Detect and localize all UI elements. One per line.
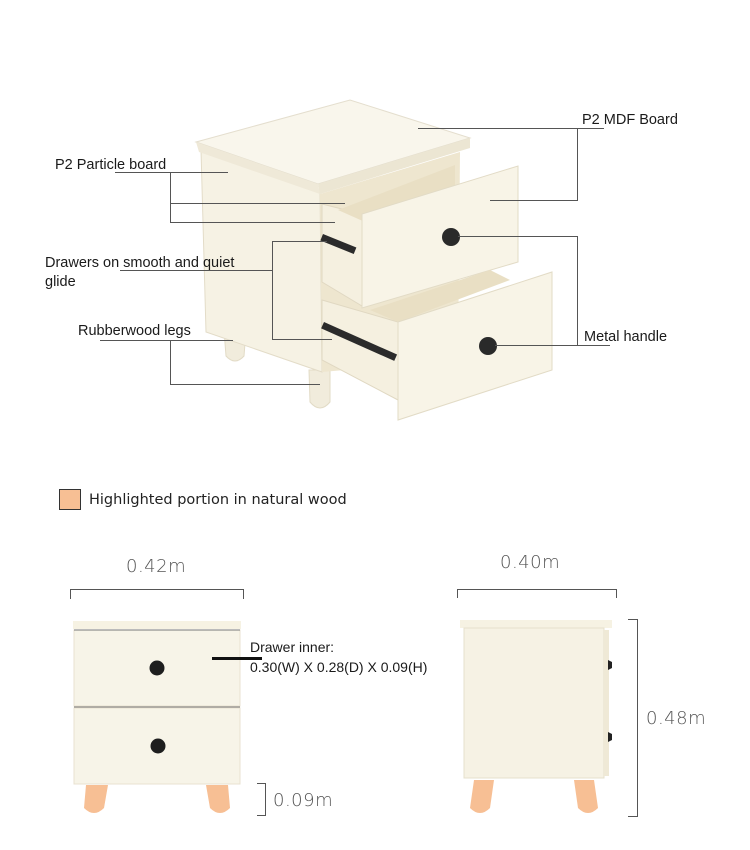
leader-legs-h xyxy=(100,340,233,341)
front-width-tick-l xyxy=(70,589,71,599)
leg-height-tick-b xyxy=(257,815,266,816)
side-depth-tick-l xyxy=(457,589,458,598)
side-depth-tick-r xyxy=(616,589,617,598)
leader-glide-v xyxy=(272,241,273,340)
drawer-inner-dims: 0.30(W) X 0.28(D) X 0.09(H) xyxy=(250,659,428,675)
side-view-drawing xyxy=(460,620,612,813)
leader-particle-h xyxy=(115,172,228,173)
callout-drawer-glide-1: Drawers on smooth and quiet xyxy=(45,255,235,271)
leader-handle-h2 xyxy=(495,345,610,346)
drawer-inner-pointer xyxy=(212,657,262,660)
side-height-label: 0.48m xyxy=(646,708,707,729)
leader-particle-v xyxy=(170,172,171,222)
leg-height-tick-t xyxy=(257,783,266,784)
nightstand-illustration xyxy=(194,99,553,421)
callout-legs: Rubberwood legs xyxy=(78,323,191,339)
callout-mdf-board: P2 MDF Board xyxy=(582,112,678,128)
side-height-tick-t xyxy=(628,619,638,620)
leader-mdf-h xyxy=(418,128,604,129)
leader-mdf-h2 xyxy=(490,200,578,201)
front-width-tick-r xyxy=(243,589,244,599)
legend: Highlighted portion in natural wood xyxy=(59,489,347,510)
front-width-bracket xyxy=(70,589,244,590)
callout-drawer-glide-2: glide xyxy=(45,274,76,290)
front-view-drawing xyxy=(73,621,241,813)
leader-legs-h2 xyxy=(170,384,320,385)
leader-particle-h2 xyxy=(170,203,345,204)
leader-glide-h2 xyxy=(272,241,327,242)
leader-glide-h xyxy=(120,270,273,271)
natural-wood-swatch-icon xyxy=(59,489,81,510)
drawer-inner-title: Drawer inner: xyxy=(250,639,335,655)
side-depth-bracket xyxy=(457,589,617,590)
side-height-tick-b xyxy=(628,816,638,817)
side-height-bracket xyxy=(637,619,638,816)
side-depth-label: 0.40m xyxy=(500,552,561,573)
front-width-label: 0.42m xyxy=(126,556,187,577)
leg-height-label: 0.09m xyxy=(273,790,334,811)
callout-particle-board: P2 Particle board xyxy=(55,157,167,173)
leader-legs-v xyxy=(170,340,171,384)
leader-handle-v xyxy=(577,236,578,346)
leader-handle-h xyxy=(458,236,578,237)
leader-glide-h3 xyxy=(272,339,332,340)
callout-handle: Metal handle xyxy=(584,329,668,345)
leg-height-bracket xyxy=(265,783,266,816)
legend-text: Highlighted portion in natural wood xyxy=(89,491,347,508)
leader-particle-h3 xyxy=(170,222,335,223)
leader-mdf-v xyxy=(577,128,578,200)
